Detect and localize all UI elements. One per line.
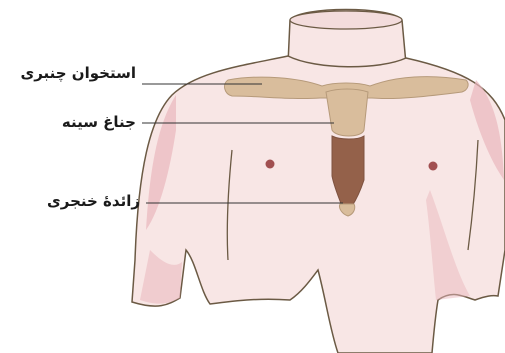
sternum-label: جناغ سینه bbox=[36, 113, 136, 131]
xiphoid-label: زائدهٔ خنجری bbox=[20, 192, 140, 210]
neck-opening bbox=[290, 11, 402, 29]
sternum-bone bbox=[326, 89, 368, 136]
right-nipple bbox=[429, 162, 438, 171]
left-nipple bbox=[266, 160, 275, 169]
clavicle-label: استخوان چنبری bbox=[6, 64, 136, 82]
torso bbox=[132, 56, 505, 353]
